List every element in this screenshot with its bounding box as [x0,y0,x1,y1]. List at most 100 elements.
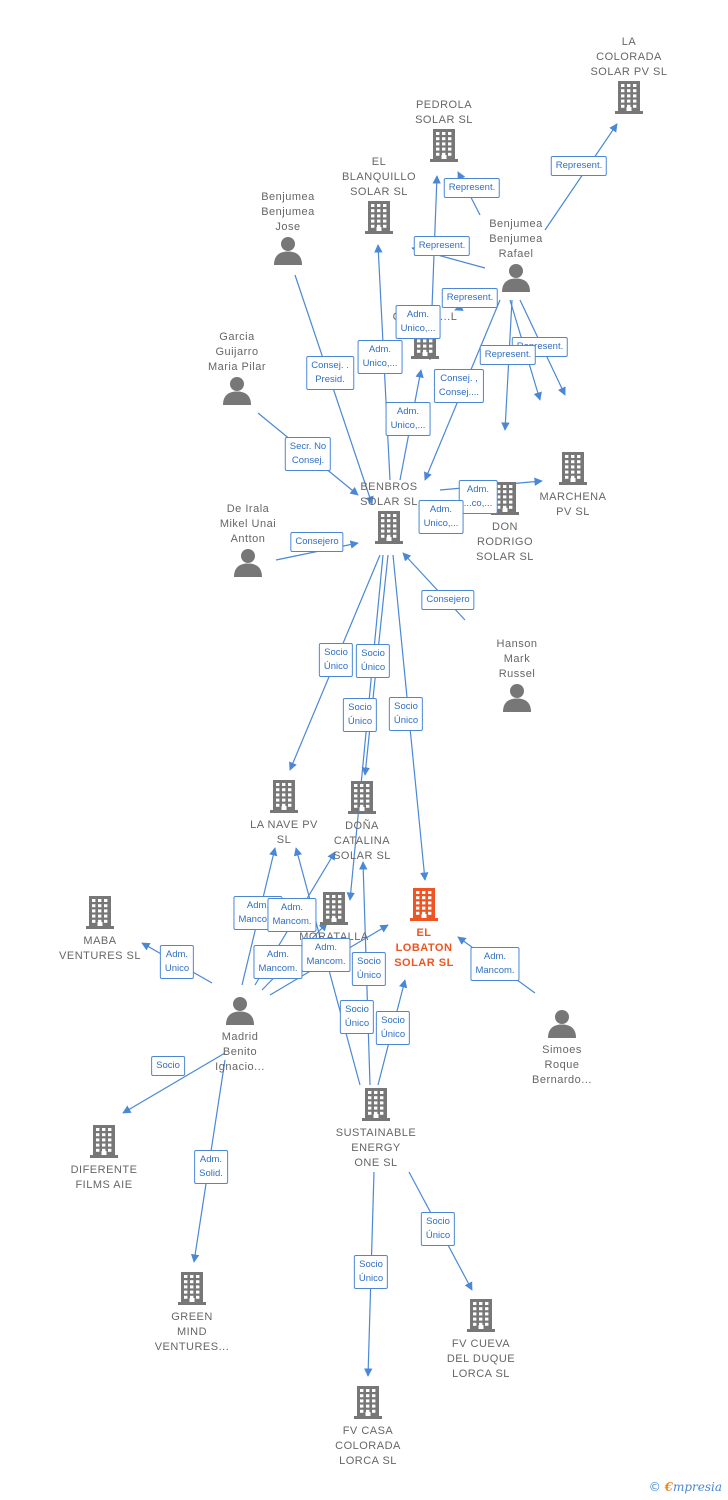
company-node-dona-catalina[interactable]: DOÑA CATALINA SOLAR SL [297,780,427,864]
person-node-benjumea-jose[interactable]: Benjumea Benjumea Jose [223,190,353,270]
edge-label-18[interactable]: Socio Único [355,644,391,678]
building-icon [88,1124,120,1158]
edge-line-1 [544,123,618,231]
company-node-green-mind[interactable]: GREEN MIND VENTURES... [127,1271,257,1355]
person-icon [225,995,255,1025]
edge-label-12[interactable]: Adm. ...co,... [458,480,498,514]
edge-label-16[interactable]: Consejero [421,590,475,610]
person-node-hanson[interactable]: Hanson Mark Russel [452,637,582,717]
node-label: EL LOBATON SOLAR SL [394,927,454,969]
copyright-symbol: © [648,1480,661,1494]
edge-label-14[interactable]: Secr. No Consej. [284,437,332,471]
edge-label-26[interactable]: Adm. Unico [159,945,195,979]
node-label: FV CUEVA DEL DUQUE LORCA SL [446,1338,516,1380]
person-icon [233,547,263,577]
edge-label-13[interactable]: Adm. Unico,... [418,500,464,534]
building-icon [176,1271,208,1305]
person-node-simoes[interactable]: Simoes Roque Bernardo... [497,1008,627,1088]
building-icon [352,1385,384,1419]
edge-label-1[interactable]: Represent. [550,156,608,176]
building-icon [84,895,116,929]
edge-label-10[interactable]: Consej. . Presid. [306,356,354,390]
brand-name: mpresia [672,1480,722,1494]
person-icon [502,682,532,712]
node-label: LA NAVE PV SL [250,819,318,846]
edge-label-28[interactable]: Socio Único [339,1000,375,1034]
edge-label-7[interactable]: Adm. Unico,... [395,305,441,339]
company-node-fv-casa[interactable]: FV CASA COLORADA LORCA SL [303,1385,433,1469]
edge-label-33[interactable]: Socio Único [420,1212,456,1246]
building-icon [557,451,589,485]
company-node-la-colorada[interactable]: LA COLORADA SOLAR PV SL [564,35,694,119]
person-node-de-irala[interactable]: De Irala Mikel Unai Antton [183,502,313,582]
company-node-la-nave[interactable]: LA NAVE PV SL [219,779,349,848]
person-icon [273,235,303,265]
company-node-benbros[interactable]: BENBROS SOLAR SL [324,480,454,549]
edge-label-30[interactable]: Socio [151,1056,185,1076]
building-icon [489,481,521,515]
company-node-fv-cueva[interactable]: FV CUEVA DEL DUQUE LORCA SL [416,1298,546,1382]
node-label: FV CASA COLORADA LORCA SL [335,1425,401,1467]
edge-label-32[interactable]: Socio Único [353,1255,389,1289]
building-icon [346,780,378,814]
edge-label-15[interactable]: Consejero [290,532,344,552]
building-icon [613,80,645,114]
brand-e: € [664,1480,673,1494]
company-node-el-blanquillo[interactable]: EL BLANQUILLO SOLAR SL [314,155,444,239]
node-label: Hanson Mark Russel [496,638,538,680]
building-icon [373,510,405,544]
edge-line-27 [122,1052,226,1114]
edge-label-2[interactable]: Represent. [443,178,501,198]
building-icon [318,891,350,925]
edge-label-3[interactable]: Represent. [413,236,471,256]
node-label: Simoes Roque Bernardo... [532,1044,592,1086]
edge-label-11[interactable]: Adm. Unico,... [385,402,431,436]
company-node-don-rodrigo[interactable]: DON RODRIGO SOLAR SL [440,481,570,565]
edge-label-4[interactable]: Represent. [441,288,499,308]
building-icon [363,200,395,234]
company-node-pedrola[interactable]: PEDROLA SOLAR SL [379,98,509,167]
node-label: DOÑA CATALINA SOLAR SL [333,820,391,862]
person-node-garcia[interactable]: Garcia Guijarro Maria Pilar [172,330,302,410]
node-label: Madrid Benito Ignacio... [215,1031,265,1073]
edge-label-19[interactable]: Socio Único [342,698,378,732]
node-label: BENBROS SOLAR SL [360,481,418,508]
node-label: Benjumea Benjumea Rafael [489,218,543,260]
company-node-maba[interactable]: MABA VENTURES SL [35,895,165,964]
edge-label-24[interactable]: Adm. Mancom. [301,938,351,972]
node-label: PEDROLA SOLAR SL [415,99,473,126]
node-label: EL BLANQUILLO SOLAR SL [341,156,417,198]
node-label: Garcia Guijarro Maria Pilar [207,331,267,373]
edge-label-8[interactable]: Adm. Unico,... [357,340,403,374]
company-node-sustainable[interactable]: SUSTAINABLE ENERGY ONE SL [311,1087,441,1171]
building-icon [268,779,300,813]
company-node-marchena[interactable]: MARCHENA PV SL [508,451,638,520]
edge-label-6[interactable]: Represent. [479,345,537,365]
edge-label-25[interactable]: Adm. Mancom. [470,947,520,981]
person-icon [547,1008,577,1038]
node-label: LA COLORADA SOLAR PV SL [590,36,668,78]
building-icon [408,887,440,921]
edge-label-9[interactable]: Consej. , Consej.... [433,369,485,403]
person-icon [501,262,531,292]
node-label: DIFERENTE FILMS AIE [70,1164,138,1191]
edge-label-31[interactable]: Adm. Solid. [194,1150,228,1184]
empresia-logo: © €mpresia [649,1480,722,1494]
edge-label-23[interactable]: Adm. Mancom. [253,945,303,979]
person-node-benjumea-rafael[interactable]: Benjumea Benjumea Rafael [451,217,581,297]
edge-line-8 [501,299,513,431]
node-label: De Irala Mikel Unai Antton [219,503,277,545]
building-icon [465,1298,497,1332]
company-node-el-lobaton[interactable]: EL LOBATON SOLAR SL [359,887,489,971]
edge-label-22[interactable]: Adm. Mancom. [267,898,317,932]
edge-label-20[interactable]: Socio Único [388,697,424,731]
edge-label-29[interactable]: Socio Único [375,1011,411,1045]
person-node-madrid-benito[interactable]: Madrid Benito Ignacio... [175,995,305,1075]
node-label: MABA VENTURES SL [59,935,141,962]
edge-label-27[interactable]: Socio Único [351,952,387,986]
building-icon [360,1087,392,1121]
edge-label-17[interactable]: Socio Único [318,643,354,677]
building-icon [428,128,460,162]
node-label: Benjumea Benjumea Jose [261,191,315,233]
company-node-diferente[interactable]: DIFERENTE FILMS AIE [39,1124,169,1193]
